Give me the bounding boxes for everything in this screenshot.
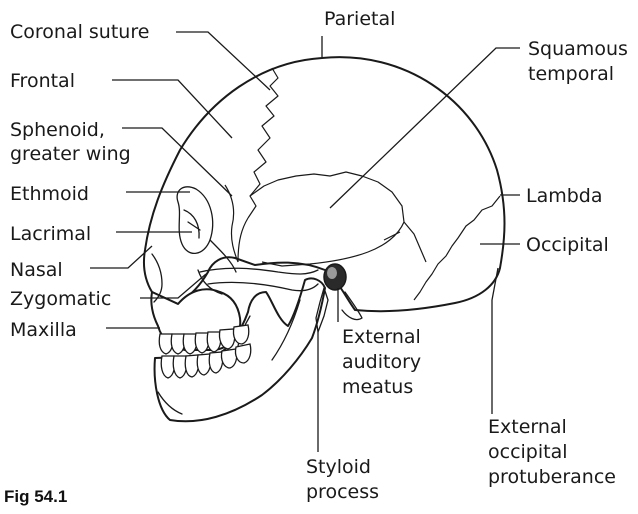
skull-drawing	[144, 57, 505, 421]
label-zygomatic: Zygomatic	[10, 288, 111, 310]
label-occipital: Occipital	[526, 234, 609, 256]
leader-external-occipital-protuberance	[492, 268, 498, 414]
label-external-occipital-protuberance-line3: protuberance	[488, 466, 616, 488]
label-sphenoid-line1: Sphenoid,	[10, 119, 105, 141]
label-parietal: Parietal	[324, 8, 395, 30]
label-lambda: Lambda	[526, 185, 603, 207]
zygomatic-arch	[200, 268, 318, 291]
label-ethmoid: Ethmoid	[10, 183, 89, 205]
label-squamous-temporal-line1: Squamous	[528, 38, 628, 60]
label-external-auditory-meatus-line2: auditory	[342, 351, 421, 373]
label-external-auditory-meatus-line3: meatus	[342, 376, 413, 398]
label-external-occipital-protuberance-line2: occipital	[488, 441, 568, 463]
label-coronal-suture: Coronal suture	[10, 21, 149, 43]
figure-caption: Fig 54.1	[4, 487, 67, 506]
label-lacrimal: Lacrimal	[10, 223, 91, 245]
meatus-highlight	[327, 267, 337, 279]
label-squamous-temporal-line2: temporal	[528, 63, 614, 85]
label-styloid-process-line1: Styloid	[306, 456, 371, 478]
leader-nasal	[90, 246, 152, 268]
label-styloid-process-line2: process	[306, 481, 379, 503]
label-nasal: Nasal	[10, 259, 63, 281]
label-sphenoid-line2: greater wing	[10, 143, 131, 165]
label-external-occipital-protuberance-line1: External	[488, 416, 567, 438]
label-external-auditory-meatus-line1: External	[342, 326, 421, 348]
label-maxilla: Maxilla	[10, 319, 77, 341]
label-frontal: Frontal	[10, 70, 75, 92]
